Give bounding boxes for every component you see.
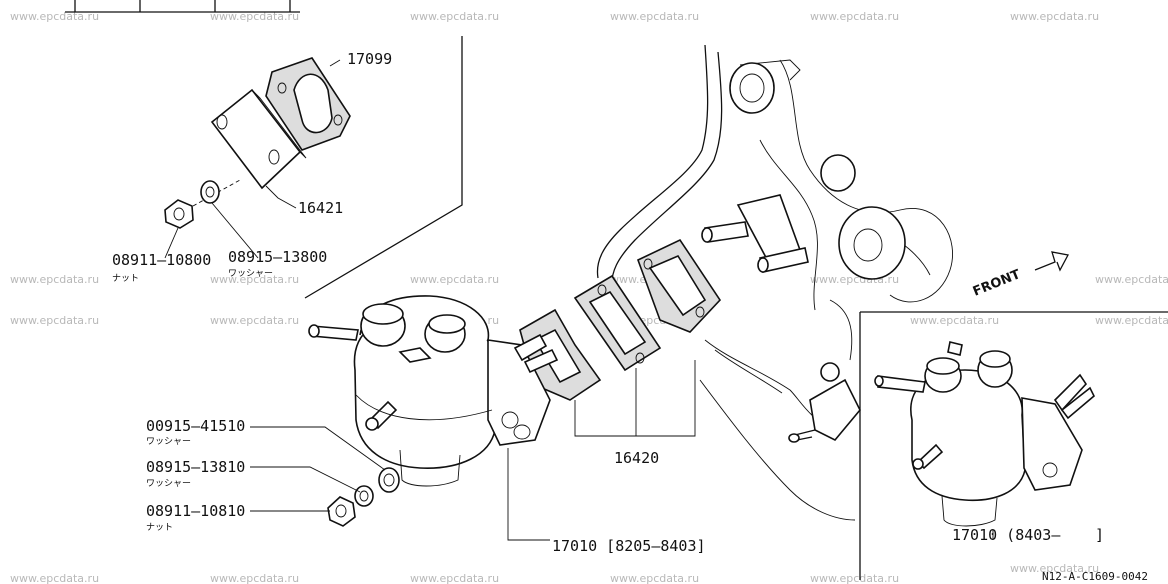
watermark: www.epcdata.ru bbox=[10, 314, 99, 327]
leader-08911-10800 bbox=[164, 227, 179, 259]
fuel-pump-inset-drawing bbox=[874, 341, 1095, 527]
inset-frame-right bbox=[859, 311, 1168, 580]
watermark: www.epcdata.ru bbox=[810, 572, 899, 584]
watermark: www.epcdata.ru bbox=[610, 10, 699, 23]
washer-08915-13810-drawing bbox=[354, 485, 374, 507]
label-08915-13810: 08915—13810 bbox=[146, 458, 245, 476]
watermark: www.epcdata.ru bbox=[1095, 314, 1168, 327]
watermark: www.epcdata.ru bbox=[210, 314, 299, 327]
engine-boss bbox=[729, 62, 906, 280]
engine-block-outline bbox=[596, 44, 953, 521]
leader-00915-41510 bbox=[250, 426, 386, 471]
watermark: www.epcdata.ru bbox=[10, 273, 99, 286]
leader-lines bbox=[164, 59, 994, 541]
label-jp-washer-top: ワッシャー bbox=[228, 269, 273, 279]
label-08915-13800: 08915—13800 bbox=[228, 248, 327, 266]
watermark: www.epcdata.ru bbox=[10, 10, 99, 23]
watermark: www.epcdata.ru bbox=[910, 314, 999, 327]
front-indicator: FRONT bbox=[971, 251, 1069, 300]
gasket-17099-drawing bbox=[265, 57, 351, 151]
label-08911-10810: 08911—10810 bbox=[146, 502, 245, 520]
watermark: www.epcdata.ru bbox=[210, 572, 299, 584]
label-17010-late: 17010 (8403— bbox=[952, 526, 1061, 544]
pump-stud-assembly bbox=[701, 194, 809, 273]
inset-frame-top bbox=[304, 36, 463, 299]
diagram-code: N12-A-C1609-0042 bbox=[1042, 570, 1148, 583]
fuel-pump-main-drawing bbox=[308, 295, 559, 487]
watermark: www.epcdata.ru bbox=[810, 10, 899, 23]
label-jp-nut-bottom: ナット bbox=[146, 522, 173, 533]
watermark: www.epcdata.ru bbox=[210, 273, 299, 286]
leader-08915-13810 bbox=[250, 466, 361, 493]
watermark: www.epcdata.ru bbox=[10, 572, 99, 584]
label-08911-10800: 08911—10800 bbox=[112, 251, 211, 269]
label-00915-41510: 00915—41510 bbox=[146, 417, 245, 435]
watermark: www.epcdata.ru bbox=[410, 273, 499, 286]
top-scale-fragment bbox=[65, 0, 300, 13]
leader-16421 bbox=[265, 185, 297, 209]
watermark: www.epcdata.ru bbox=[210, 10, 299, 23]
watermark: www.epcdata.ru bbox=[610, 572, 699, 584]
leader-08915-13800 bbox=[211, 202, 259, 259]
label-16420: 16420 bbox=[614, 449, 659, 467]
label-jp-washer-b: ワッシャー bbox=[146, 479, 191, 489]
label-16421: 16421 bbox=[298, 199, 343, 217]
watermark: www.epcdata.ru bbox=[1010, 10, 1099, 23]
nut-08911-10810-drawing bbox=[327, 496, 356, 527]
leader-17010-early bbox=[507, 448, 550, 541]
watermark: www.epcdata.ru bbox=[1095, 273, 1168, 286]
watermark: www.epcdata.ru bbox=[1010, 562, 1099, 575]
label-jp-washer-a: ワッシャー bbox=[146, 437, 191, 447]
plate-16421-drawing bbox=[210, 88, 307, 190]
label-17099: 17099 bbox=[347, 50, 392, 68]
gasket-set-16420-drawing bbox=[519, 238, 722, 401]
washer-00915-41510-drawing bbox=[378, 467, 400, 493]
label-17010-late-close: ] bbox=[1095, 526, 1104, 544]
watermark: www.epcdata.ru bbox=[410, 572, 499, 584]
label-17010-early: 17010 [8205—8403] bbox=[552, 537, 706, 555]
washer-08915-13800-drawing bbox=[200, 180, 220, 204]
leader-16420 bbox=[574, 360, 696, 437]
nut-08911-10800-drawing bbox=[164, 179, 241, 229]
front-label: FRONT bbox=[971, 267, 1023, 300]
front-arrow-icon bbox=[1034, 251, 1069, 272]
distributor-component bbox=[788, 362, 861, 443]
leader-17099 bbox=[329, 59, 341, 67]
watermark: www.epcdata.ru bbox=[410, 10, 499, 23]
labels: 17099 16421 08911—10800 ナット 08915—13800 … bbox=[112, 50, 1148, 583]
label-jp-nut-top: ナット bbox=[112, 273, 139, 284]
